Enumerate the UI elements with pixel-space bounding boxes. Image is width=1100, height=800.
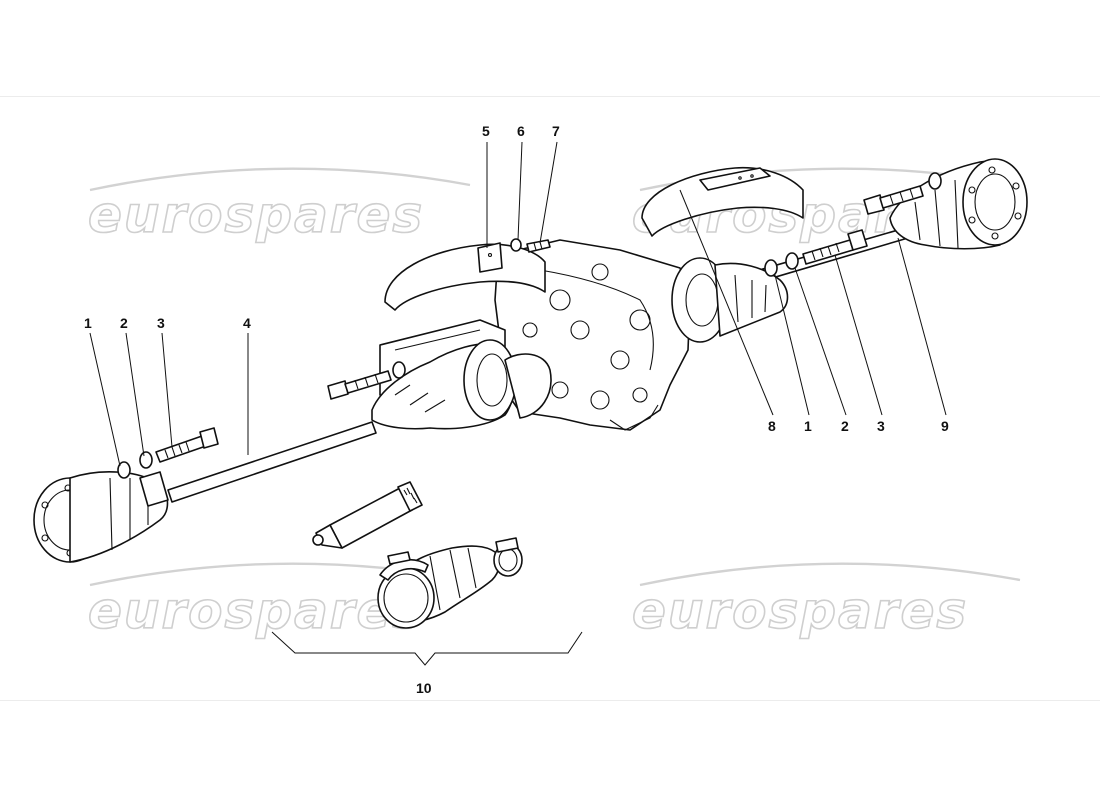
frame-bottom-line bbox=[0, 700, 1100, 701]
left-drive-shaft bbox=[167, 421, 377, 503]
right-outer-cv-joint bbox=[889, 158, 1028, 250]
boot-clip-large bbox=[379, 551, 429, 581]
kit-bracket bbox=[271, 631, 583, 666]
leader-lines bbox=[89, 141, 947, 467]
shield-washer bbox=[510, 238, 522, 252]
watermark-top-left: eurospares bbox=[87, 167, 471, 245]
callout-8: 8 bbox=[768, 418, 776, 434]
left-inner-cv-joint bbox=[371, 339, 552, 430]
svg-text:eurospares: eurospares bbox=[88, 582, 424, 640]
right-flange-bolt bbox=[802, 229, 868, 265]
right-heat-shield bbox=[641, 166, 804, 237]
left-spring-washer bbox=[139, 451, 153, 469]
shield-bolt bbox=[526, 239, 551, 253]
callout-10: 10 bbox=[416, 680, 432, 696]
svg-text:eurospares: eurospares bbox=[88, 186, 424, 244]
left-flange-bolt bbox=[155, 427, 219, 463]
svg-text:eurospares: eurospares bbox=[632, 582, 968, 640]
callout-7: 7 bbox=[552, 123, 560, 139]
callout-4: 4 bbox=[243, 315, 251, 331]
left-outer-cv-joint bbox=[33, 471, 169, 563]
left-plate-washer bbox=[117, 461, 131, 479]
grease-tube bbox=[312, 481, 423, 549]
callout-2-right: 2 bbox=[841, 418, 849, 434]
left-heat-shield bbox=[384, 242, 546, 311]
watermark-bottom-right: eurospares bbox=[631, 562, 1021, 641]
callout-2-left: 2 bbox=[120, 315, 128, 331]
frame-top-line bbox=[0, 96, 1100, 97]
right-spring-washer bbox=[785, 252, 799, 270]
right-plate-washer bbox=[764, 259, 778, 277]
callout-labels: 1 2 3 4 5 6 7 8 1 2 3 9 10 bbox=[84, 123, 949, 696]
boot-clip-small bbox=[493, 537, 523, 577]
left-inner-bolt bbox=[327, 361, 406, 400]
callout-1-left: 1 bbox=[84, 315, 92, 331]
watermark-bottom-left: eurospares bbox=[87, 562, 471, 641]
right-outer-bolt bbox=[863, 172, 942, 215]
callout-1-right: 1 bbox=[804, 418, 812, 434]
callout-3-left: 3 bbox=[157, 315, 165, 331]
callout-5: 5 bbox=[482, 123, 490, 139]
callout-3-right: 3 bbox=[877, 418, 885, 434]
callout-6: 6 bbox=[517, 123, 525, 139]
callout-9: 9 bbox=[941, 418, 949, 434]
